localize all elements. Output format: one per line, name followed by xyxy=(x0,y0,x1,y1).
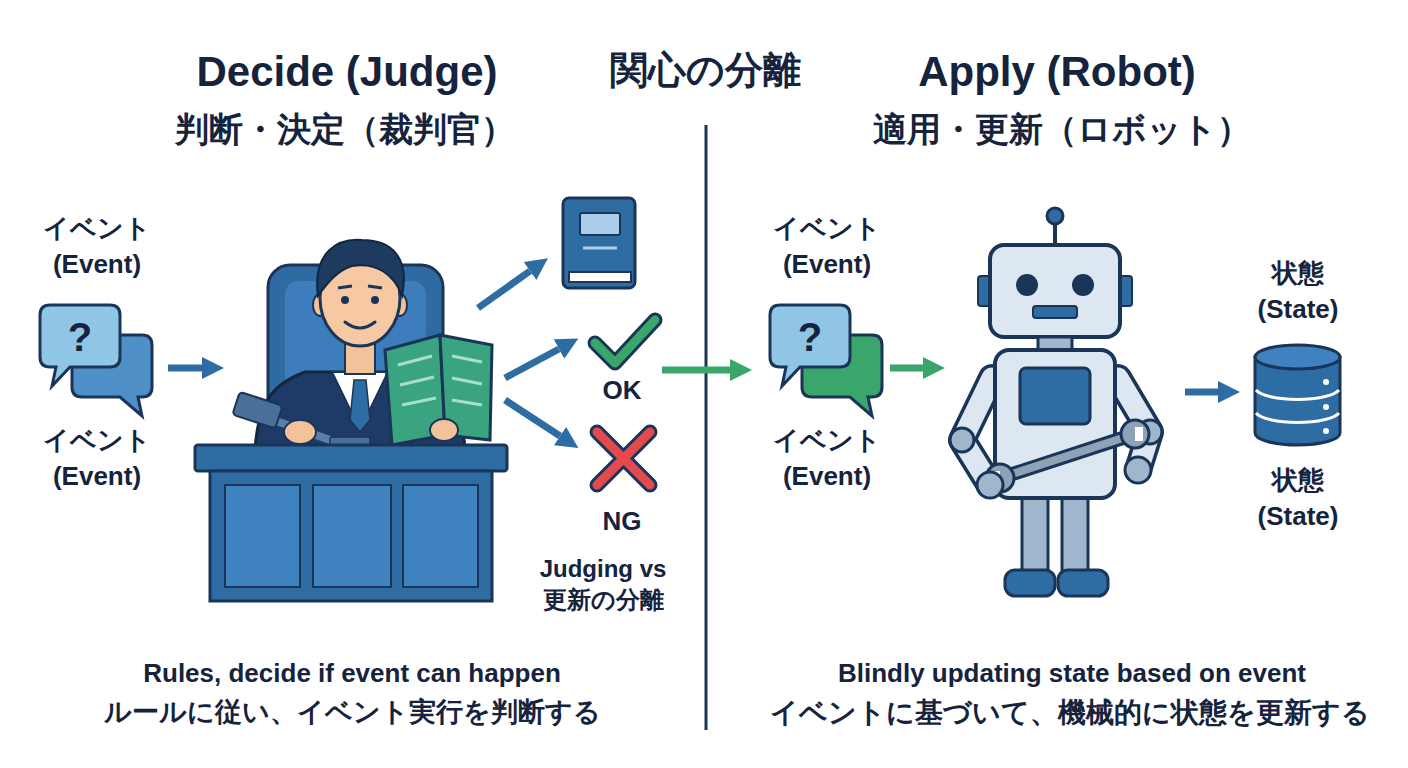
book-pages xyxy=(569,272,631,282)
front-speech-bubble xyxy=(770,305,850,386)
judge-tie xyxy=(350,380,370,432)
judge-hair xyxy=(317,240,404,296)
side-note: Judging vs 更新の分離 xyxy=(503,553,703,615)
node-text: イベント (Event) xyxy=(752,210,902,282)
section-heading: Decide (Judge) xyxy=(0,44,697,99)
node-text: NG xyxy=(582,505,662,537)
book-cover xyxy=(563,198,635,288)
wrench-head xyxy=(1121,420,1149,448)
flow-connector xyxy=(662,367,730,374)
cylinder-light xyxy=(1323,404,1329,410)
node-text: イベント (Event) xyxy=(752,422,902,494)
judge-hand xyxy=(284,420,316,444)
gavel-head xyxy=(232,392,282,429)
cylinder-bands xyxy=(1256,390,1339,422)
section-heading: Apply (Robot) xyxy=(707,44,1407,99)
robot-elbow xyxy=(950,428,974,452)
caption-text: Blindly updating state based on event xyxy=(722,656,1408,690)
robot-leg xyxy=(1062,496,1088,572)
flow-arrow xyxy=(505,349,559,378)
robot-head xyxy=(990,245,1120,337)
cross-outline xyxy=(597,432,650,485)
wrench-outline xyxy=(1000,434,1135,478)
robot-chest-panel xyxy=(1020,368,1090,424)
flow-arrow xyxy=(478,271,530,308)
book-label xyxy=(580,213,620,235)
robot-foot xyxy=(1058,570,1108,596)
judge-illustration xyxy=(195,240,507,601)
flow-arrow xyxy=(505,400,560,436)
section-subheading: 判断・決定（裁判官） xyxy=(0,107,695,151)
caption-text: ルールに従い、イベント実行を判断する xyxy=(2,695,702,730)
cross-mark xyxy=(597,432,650,485)
judge-smile xyxy=(345,322,375,328)
section-subheading: 適用・更新（ロボット） xyxy=(712,107,1408,151)
desk-panel xyxy=(403,485,478,587)
flow-arrow xyxy=(890,365,923,372)
node-text: 状態 (State) xyxy=(1238,462,1358,534)
state-database: 状態 (State) 状態 (State) xyxy=(1238,250,1358,540)
robot-hand xyxy=(977,472,1003,498)
caption-text: イベントに基づいて、機械的に状態を更新する xyxy=(720,695,1408,731)
node-text: 状態 (State) xyxy=(1238,255,1358,327)
event-bubble: イベント (Event)?イベント (Event) xyxy=(22,210,172,490)
diagram-title: 関心の分離 xyxy=(505,46,905,94)
symbol-text: ? xyxy=(40,312,120,362)
caption-text: Rules, decide if event can happen xyxy=(2,656,702,690)
robot-eye xyxy=(1072,274,1094,296)
book-text-lines xyxy=(398,356,482,405)
node-text: イベント (Event) xyxy=(22,210,172,282)
judge-eye xyxy=(341,296,349,304)
cylinder-light xyxy=(1323,379,1329,385)
cylinder-light xyxy=(1323,428,1329,434)
desk-panel xyxy=(313,485,391,587)
robot-antenna-tip xyxy=(1047,208,1063,224)
robot-illustration xyxy=(950,208,1162,596)
divider-line xyxy=(705,125,708,730)
node-text: OK xyxy=(582,374,662,406)
ng-mark: NG xyxy=(582,425,662,540)
event-bubble: イベント (Event)?イベント (Event) xyxy=(752,210,902,490)
judge-eyebrow xyxy=(368,286,382,288)
robot-foot xyxy=(1005,570,1055,596)
desk-top xyxy=(195,445,507,471)
robot-hand xyxy=(1125,457,1151,483)
symbol-text: ? xyxy=(770,312,850,362)
judge-hand xyxy=(430,419,458,441)
robot-mouth xyxy=(1033,306,1077,318)
state-database-outline xyxy=(1238,250,1358,540)
node-text: イベント (Event) xyxy=(22,422,172,494)
check-mark xyxy=(595,320,655,363)
ok-mark: OK xyxy=(582,310,662,410)
rule-book-icon xyxy=(563,198,635,288)
judge-eye xyxy=(371,296,379,304)
book-line xyxy=(583,247,617,250)
front-speech-bubble xyxy=(40,305,120,386)
judge-eyebrow xyxy=(338,286,352,288)
robot-leg xyxy=(1022,496,1048,572)
wrench-handle xyxy=(1000,434,1135,478)
check-outline xyxy=(595,320,655,363)
desk-body xyxy=(210,471,492,601)
wrench-jaw xyxy=(1135,427,1143,441)
cylinder-top xyxy=(1255,345,1340,369)
desk-panel xyxy=(225,485,300,587)
robot-eye xyxy=(1016,274,1038,296)
flow-arrow xyxy=(1185,389,1218,396)
flow-arrow xyxy=(168,365,202,372)
